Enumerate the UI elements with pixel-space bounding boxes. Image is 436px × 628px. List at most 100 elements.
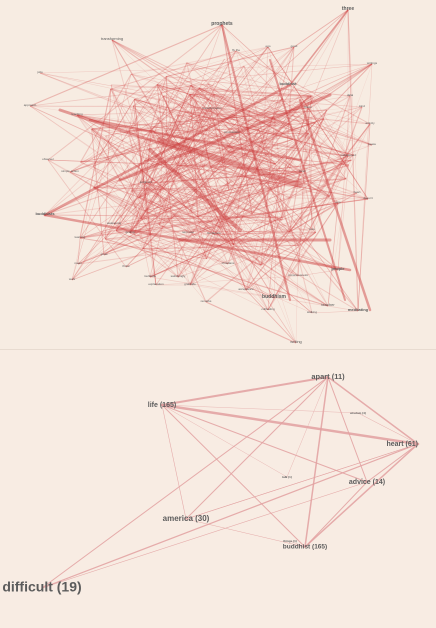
network-edge <box>69 115 236 173</box>
network-edge <box>156 84 303 173</box>
node-label[interactable]: next step <box>182 230 195 234</box>
node-label[interactable]: thrive <box>122 264 130 268</box>
node-apart[interactable]: apart (11) <box>311 372 345 381</box>
node-label[interactable]: remarks <box>201 299 212 303</box>
node-label[interactable]: peace <box>368 142 377 146</box>
network-edge <box>115 182 147 232</box>
node-label[interactable]: writing <box>290 339 302 344</box>
node-label[interactable]: buddhist <box>280 81 298 86</box>
node-heart[interactable]: heart (61) <box>386 441 418 448</box>
network-edge <box>129 96 165 234</box>
node-label[interactable]: satisfyingly <box>171 274 186 278</box>
node-difficult[interactable]: difficult (19) <box>2 579 81 595</box>
node-label[interactable]: activity <box>365 121 375 125</box>
edge-apart-difficult <box>41 376 329 589</box>
top-network-graph[interactable]: three prophets transforming fly the ego good w… <box>0 0 436 350</box>
network-edge <box>105 228 310 240</box>
node-label[interactable]: good <box>291 44 298 48</box>
node-label[interactable]: buddhists <box>35 211 55 216</box>
node-label[interactable]: dalai <box>347 93 354 97</box>
network-edge <box>206 46 295 259</box>
node-label[interactable]: awakening <box>107 221 122 225</box>
network-edge <box>227 151 299 246</box>
network-edge <box>93 84 158 188</box>
network-edge <box>301 155 349 173</box>
network-edge <box>205 301 297 344</box>
node-label[interactable]: acceptance <box>238 287 254 291</box>
node-label[interactable]: mind <box>299 169 306 173</box>
node-label[interactable]: consciousness <box>288 273 308 277</box>
bottom-network-graph[interactable]: apart (11) life (165) heart (61) advice (14… <box>0 350 436 628</box>
node-label[interactable]: ego <box>335 200 340 204</box>
node-advice[interactable]: advice (14) <box>349 479 385 486</box>
node-s2[interactable]: talk (1) <box>282 475 292 479</box>
node-label[interactable]: enlightened <box>340 153 356 157</box>
node-label[interactable]: simple action <box>61 169 79 173</box>
network-edge <box>140 140 195 171</box>
node-label[interactable]: fittest <box>304 105 311 109</box>
node-label[interactable]: heart <box>354 190 361 194</box>
node-label[interactable]: mean <box>74 261 82 265</box>
network-edge <box>189 93 236 152</box>
network-edge <box>92 99 135 167</box>
network-edge <box>104 87 200 240</box>
node-label[interactable]: jobs <box>36 70 43 74</box>
network-edge <box>129 202 339 234</box>
network-edge <box>206 111 291 259</box>
network-edge <box>311 63 373 231</box>
network-edge <box>189 140 264 286</box>
node-label[interactable]: compassion <box>224 130 240 134</box>
network-edge <box>113 219 283 225</box>
node-label[interactable]: explanation <box>148 282 164 286</box>
network-edge <box>115 230 275 299</box>
node-label[interactable]: work <box>69 277 76 281</box>
node-label[interactable]: sure <box>309 227 315 231</box>
node-s3[interactable]: things (1) <box>283 539 297 543</box>
node-label[interactable]: great <box>101 252 108 256</box>
node-label[interactable]: ego <box>265 44 270 48</box>
network-edge <box>111 39 235 246</box>
node-label[interactable]: three <box>342 6 354 12</box>
network-edge <box>260 123 371 266</box>
node-label[interactable]: judgment <box>139 180 153 184</box>
node-label[interactable]: christians <box>222 261 235 265</box>
node-label[interactable]: people <box>332 266 346 271</box>
node-label[interactable]: doesn't <box>363 196 373 200</box>
node-label[interactable]: transformation <box>202 106 222 110</box>
network-edge <box>233 228 310 246</box>
network-edge <box>71 115 236 281</box>
top-labels-layer: three prophets transforming fly the ego good w… <box>24 6 378 344</box>
node-label[interactable]: meditating <box>348 307 369 312</box>
node-label[interactable]: cultivating <box>261 307 275 311</box>
node-label[interactable]: transforming <box>101 36 123 41</box>
network-edge <box>213 93 230 191</box>
network-edge <box>134 85 191 100</box>
network-edge <box>189 46 269 95</box>
node-label[interactable]: walking <box>307 310 317 314</box>
node-buddhist[interactable]: buddhist (165) <box>283 544 327 551</box>
network-edge <box>129 144 373 234</box>
node-label[interactable]: limitations <box>207 231 221 235</box>
node-label[interactable]: observer <box>42 157 54 161</box>
node-life[interactable]: life (165) <box>148 402 176 409</box>
node-label[interactable]: multitude <box>144 274 157 278</box>
node-label[interactable]: prophets <box>211 21 233 27</box>
node-label[interactable]: kind <box>359 104 365 108</box>
node-label[interactable]: buddhism <box>262 294 286 300</box>
network-edge <box>260 231 316 266</box>
node-label[interactable]: teaching <box>71 112 83 116</box>
node-label[interactable]: approach <box>24 103 37 107</box>
network-edge <box>76 111 186 116</box>
network-edge <box>214 231 290 236</box>
node-label[interactable]: gratitude <box>184 282 196 286</box>
bottom-network-panel: apart (11) life (165) heart (61) advice (14… <box>0 350 436 628</box>
node-label[interactable]: getting <box>125 230 134 234</box>
node-label[interactable]: writings <box>367 61 378 65</box>
node-america[interactable]: america (30) <box>163 514 210 523</box>
node-label[interactable]: learning <box>75 235 86 239</box>
node-label[interactable]: fly the <box>232 48 240 52</box>
node-label[interactable]: teacher <box>321 302 335 307</box>
node-s1[interactable]: wisdom (4) <box>349 411 366 415</box>
network-edge <box>289 171 303 198</box>
network-edge <box>93 187 358 194</box>
